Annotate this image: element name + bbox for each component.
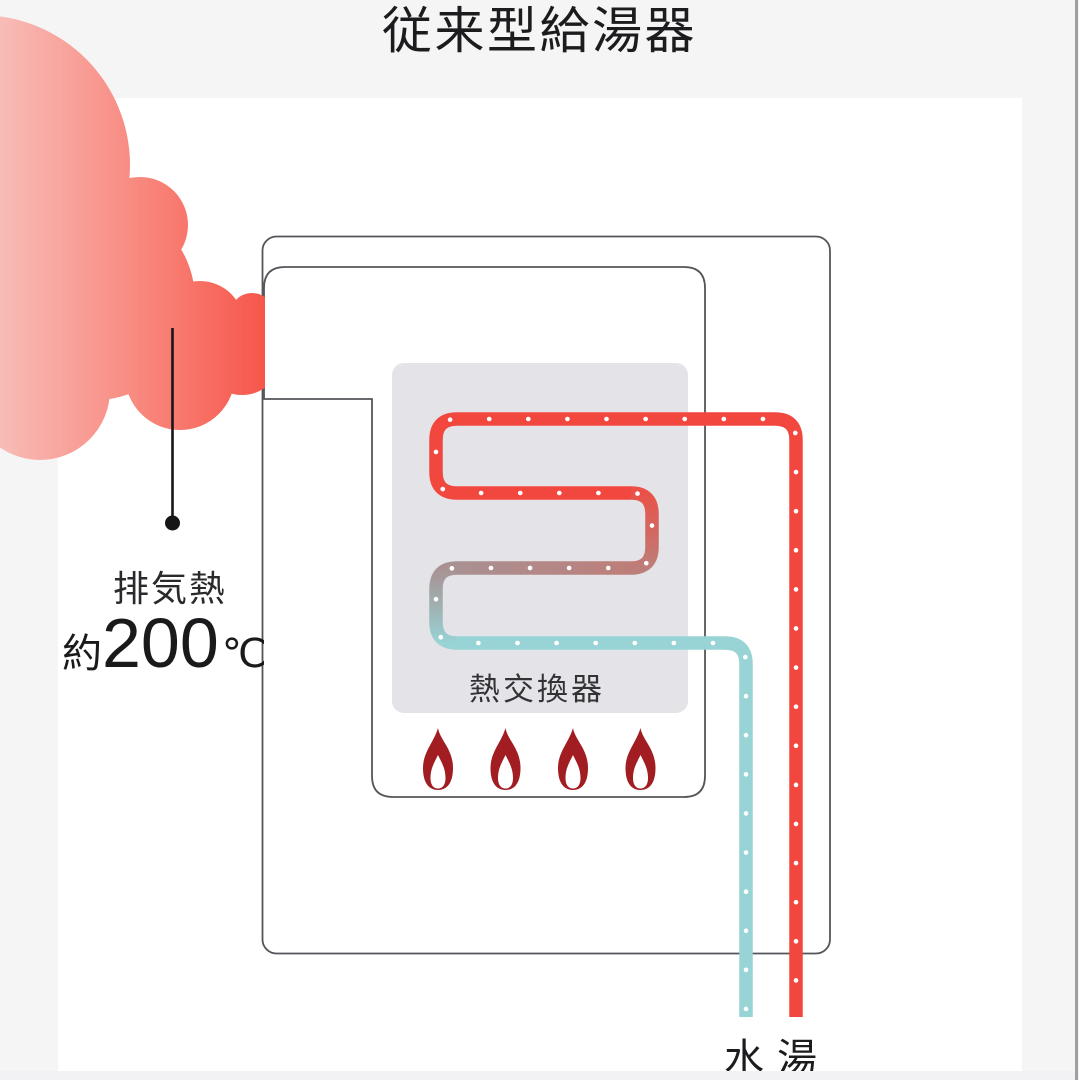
heat-exchanger-label: 熱交換器 [469,672,605,707]
temp-unit: ℃ [221,632,267,676]
cold-water-pipe [457,636,753,1017]
bottom-edge-strip [0,1071,1079,1080]
pipe-warm-to-hot-bend [630,486,659,575]
exhaust-cloud [0,16,265,460]
temp-value: 200 [102,604,219,682]
temp-prefix: 約 [62,632,102,676]
screen-right-edge-line [1075,0,1078,1080]
heat-exchanger-panel [392,363,688,713]
pipe-cold-to-warm-bend [429,561,458,650]
page-title: 従来型給湯器 [382,3,697,59]
exhaust-heat-label: 排気熱 [112,568,227,609]
exhaust-temperature: 約 200 ℃ [62,608,267,679]
exhaust-pointer-dot [165,515,180,531]
